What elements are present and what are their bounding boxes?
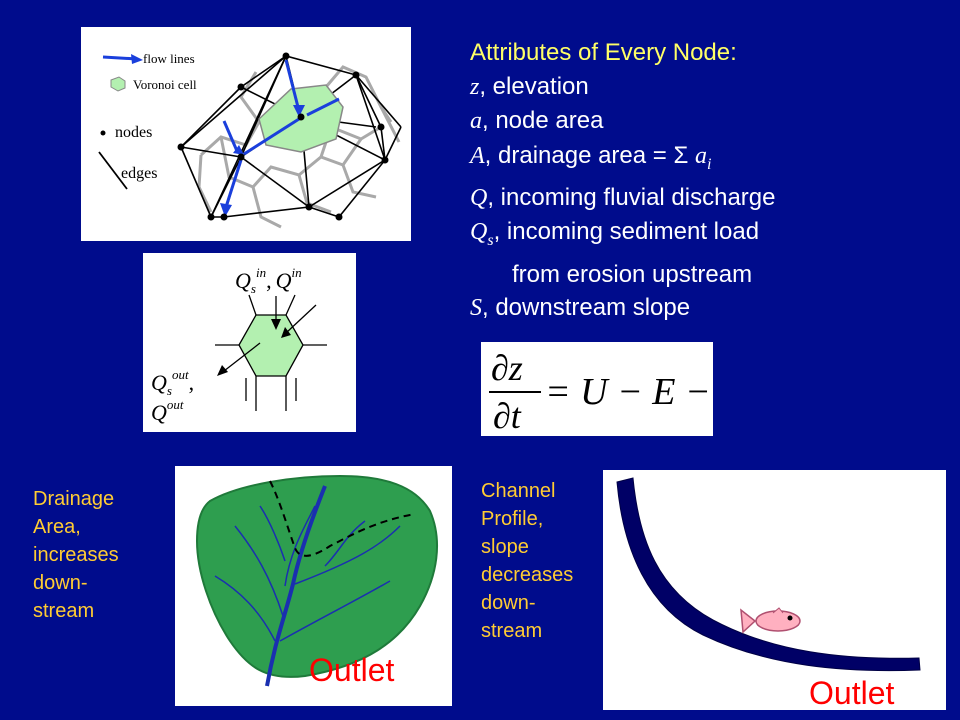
legend-flow-swatch <box>102 55 138 61</box>
flow-lines <box>222 59 340 208</box>
legend-flow-lines: flow lines <box>143 51 195 66</box>
attribute-elevation: z, elevation <box>470 72 589 100</box>
attribute-sediment-load-cont: from erosion upstream <box>512 260 753 288</box>
equation-rhs: = U − E − H <box>545 371 713 413</box>
drainage-note-line: increases <box>33 544 119 566</box>
attribute-slope: S, downstream slope <box>470 294 691 322</box>
equation-graphic: ∂z ∂t = U − E − H <box>489 348 713 436</box>
mesh-nodes <box>177 52 389 221</box>
tributaries <box>214 505 401 642</box>
basin-outlet-label: Outlet <box>309 652 395 688</box>
erosion-equation: ∂z ∂t = U − E − H <box>481 342 713 436</box>
qs-out-label: Qsout, <box>151 367 194 398</box>
drainage-note-line: stream <box>33 600 95 622</box>
drainage-note-line: Area, <box>33 516 81 538</box>
channel-note-line: Channel <box>481 480 556 502</box>
channel-note-line: slope <box>481 536 529 558</box>
equation-numerator: ∂z <box>491 348 523 388</box>
attribute-sediment-load: Qs, incoming sediment load <box>470 218 760 250</box>
legend-voronoi-cell: Voronoi cell <box>133 77 197 92</box>
mesh-graphic: flow lines Voronoi cell nodes edges <box>98 51 402 229</box>
node-edges <box>215 294 327 411</box>
profile-outlet-label: Outlet <box>809 675 895 711</box>
node-arrowheads <box>217 319 291 376</box>
basin-graphic <box>195 474 439 687</box>
attributes-list: Attributes of Every Node: z, elevation a… <box>470 36 950 326</box>
channel-profile-diagram: Outlet <box>603 470 946 711</box>
drainage-area-note: Drainage Area, increases down- stream <box>33 485 173 625</box>
main-channel <box>265 485 327 687</box>
attribute-drainage-area: A, drainage area = Σ ai <box>470 141 712 173</box>
legend-node-dot <box>100 130 106 136</box>
channel-profile <box>616 477 921 672</box>
mesh-diagram: flow lines Voronoi cell nodes edges <box>81 27 411 241</box>
attribute-discharge: Q, incoming fluvial discharge <box>470 183 776 211</box>
profile-graphic <box>616 477 921 672</box>
drainage-basin <box>195 474 439 678</box>
channel-profile-note: Channel Profile, slope decreases down- s… <box>481 477 601 645</box>
channel-note-line: decreases <box>481 564 574 586</box>
attribute-node-area: a, node area <box>470 107 604 134</box>
channel-note-line: down- <box>481 592 536 614</box>
channel-note-line: stream <box>481 620 543 642</box>
legend-edges: edges <box>121 165 157 182</box>
fish-icon <box>740 607 801 634</box>
legend-nodes: nodes <box>115 124 152 141</box>
equation-denominator: ∂t <box>493 396 522 436</box>
node-hexagon <box>238 314 304 377</box>
drainage-basin-diagram: Outlet <box>175 466 452 706</box>
q-out-label: Qout <box>151 397 184 425</box>
drainage-note-line: down- <box>33 572 88 594</box>
drainage-note-line: Drainage <box>33 488 115 510</box>
node-flux-diagram: Qsin,Qin Qsout, Qout <box>143 253 356 432</box>
legend-flow-arrow <box>131 54 143 64</box>
qs-in-label: Qsin,Qin <box>235 265 302 296</box>
legend-voronoi-swatch <box>110 76 126 92</box>
node-flux-graphic: Qsin,Qin Qsout, Qout <box>151 265 327 425</box>
legend-edge-swatch <box>98 151 128 190</box>
flow-arrowheads <box>220 105 305 217</box>
attributes-heading: Attributes of Every Node: <box>470 39 737 66</box>
channel-note-line: Profile, <box>481 508 544 530</box>
